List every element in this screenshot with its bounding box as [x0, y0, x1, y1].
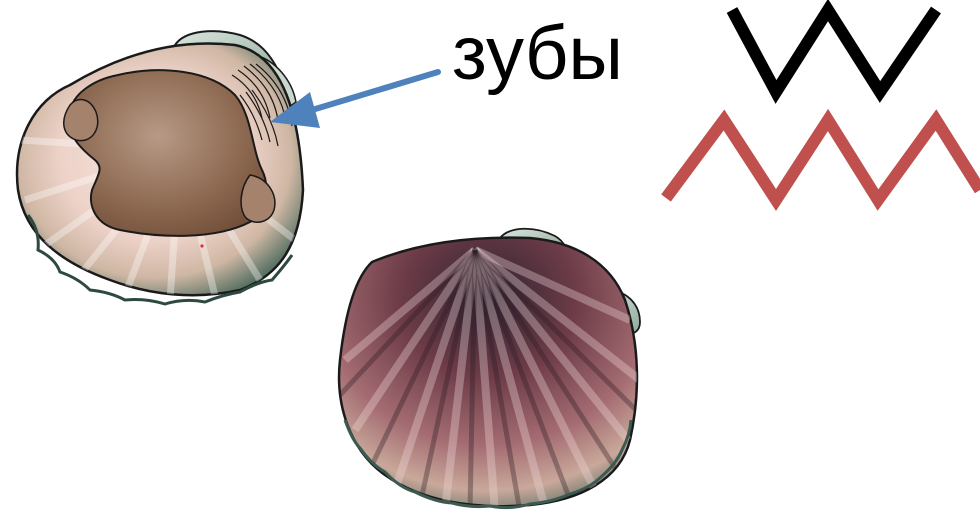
teeth-label: зубы — [452, 16, 623, 92]
outer-shell-icon — [339, 229, 640, 512]
zigzag-top-icon — [732, 10, 936, 92]
zigzag-bottom-icon — [666, 120, 980, 200]
inner-shell-icon — [17, 31, 303, 304]
